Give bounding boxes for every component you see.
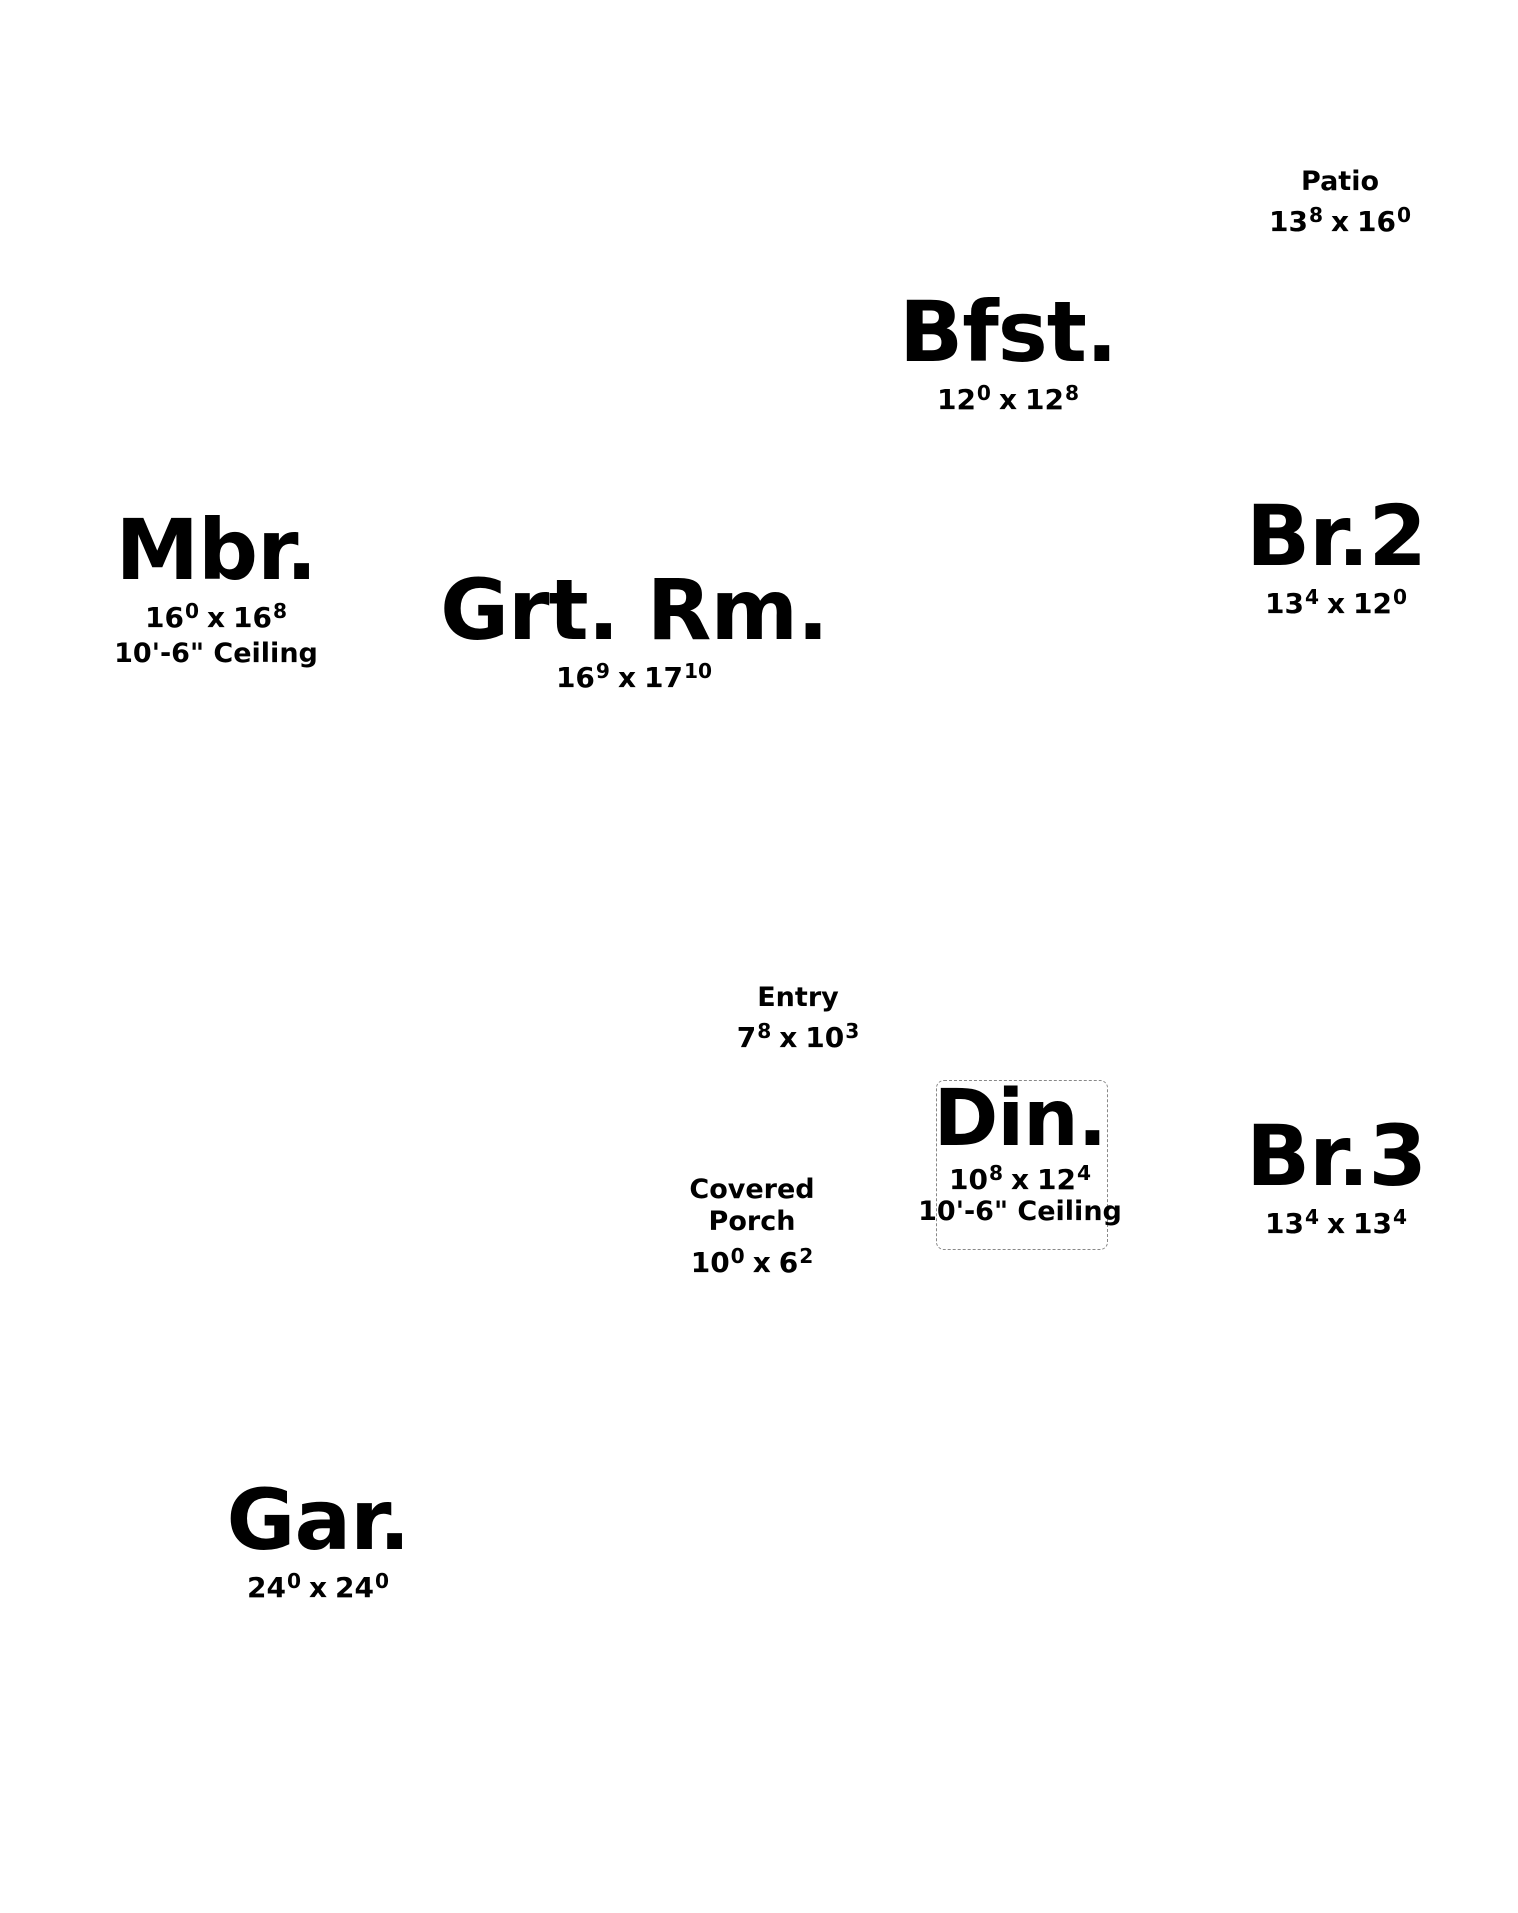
dining-room-outline <box>936 1080 1108 1250</box>
ceiling-note-master-bedroom: 10'-6" Ceiling <box>114 638 318 669</box>
room-name-bedroom-2: Br.2 <box>1246 487 1427 585</box>
ceiling-note-dining: 10'-6" Ceiling <box>918 1196 1122 1227</box>
room-name-bedroom-3: Br.3 <box>1246 1107 1427 1205</box>
room-name-great-room: Grt. Rm. <box>440 561 829 659</box>
room-name-covered-porch-line1: Covered <box>689 1174 815 1205</box>
room-name-master-bedroom: Mbr. <box>115 501 317 599</box>
room-name-dining: Din. <box>933 1074 1108 1164</box>
room-name-garage: Gar. <box>226 1471 411 1569</box>
room-name-entry: Entry <box>757 982 839 1013</box>
room-name-breakfast: Bfst. <box>899 283 1118 381</box>
room-name-patio: Patio <box>1301 166 1379 197</box>
room-name-covered-porch-line2: Porch <box>708 1206 796 1238</box>
